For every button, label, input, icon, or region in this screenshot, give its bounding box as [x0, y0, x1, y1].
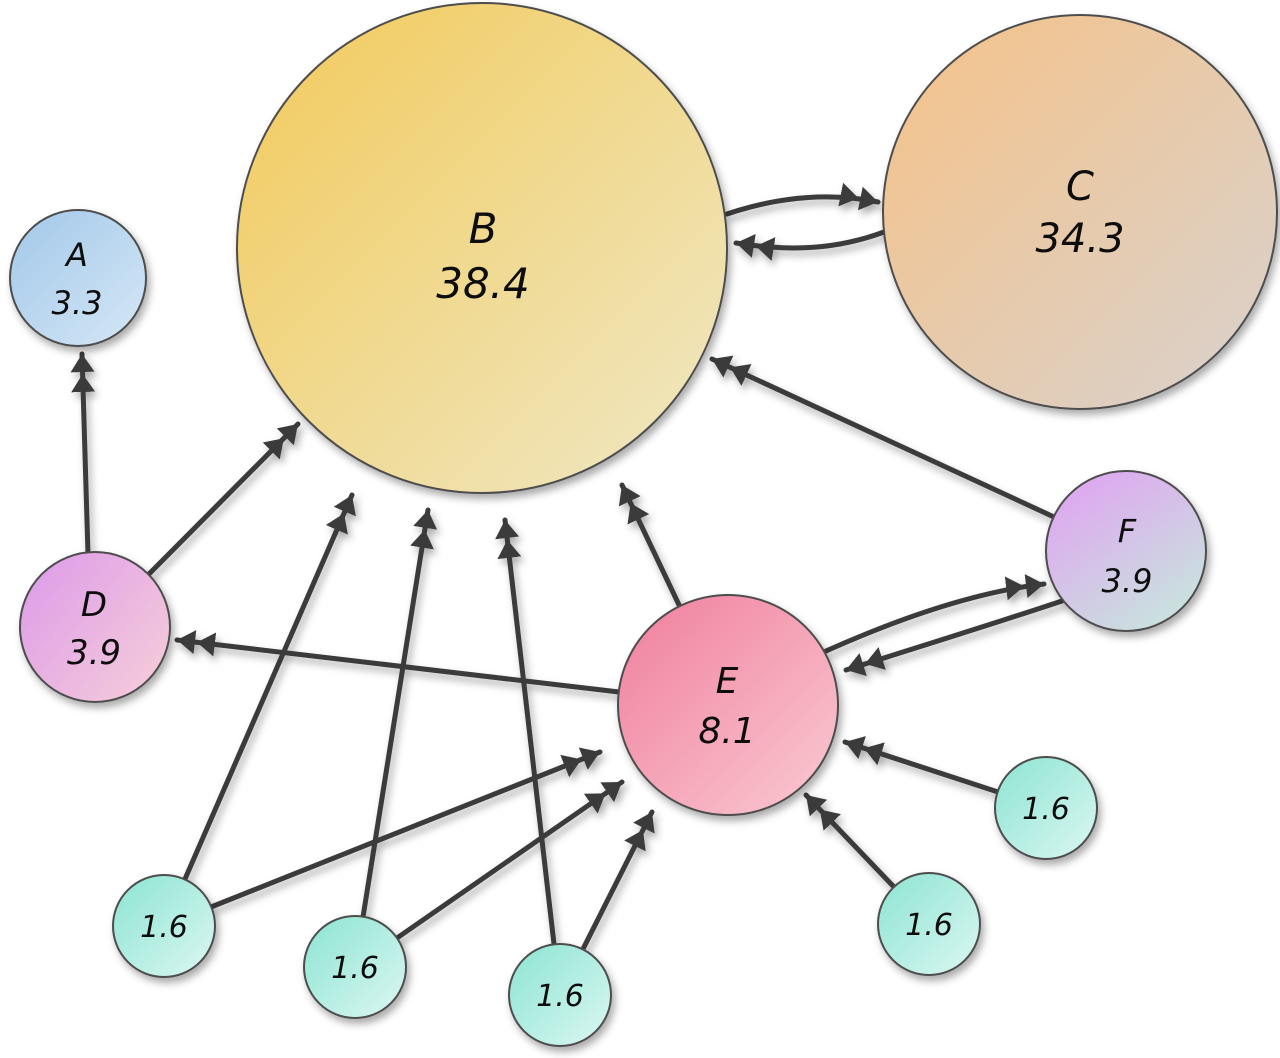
edge-C-to-B [733, 229, 887, 261]
node-small-3: 1.6 [508, 943, 612, 1047]
edge-small-2-to-E [394, 779, 625, 941]
node-A-circle [9, 209, 147, 347]
node-small-1: 1.6 [112, 874, 216, 978]
edge-small-2-to-B [360, 507, 438, 920]
node-B: B 38.4 [236, 2, 728, 494]
edge-E-to-D [174, 630, 622, 695]
edge-F-to-B [709, 355, 1057, 520]
node-small-5-value: 1.6 [1022, 792, 1070, 827]
node-small-4-circle [877, 872, 981, 976]
edge-small-5-to-E [842, 736, 1001, 795]
node-small-1-circle [112, 874, 216, 978]
node-small-1-value: 1.6 [140, 910, 188, 945]
node-C-value: 34.3 [1035, 216, 1124, 262]
edge-small-3-to-E [580, 809, 655, 952]
node-C-label: C [1066, 164, 1094, 210]
edge-small-1-to-E [208, 747, 603, 910]
node-B-label: B [469, 204, 498, 253]
nodes-layer: B 38.4 C 34.3 A 3.3 D 3.9 E 8.1 F 3.9 [9, 2, 1278, 1047]
node-D-circle [19, 551, 171, 703]
node-small-5: 1.6 [994, 756, 1098, 860]
edge-small-1-to-B [182, 492, 356, 882]
node-B-circle [236, 2, 728, 494]
node-small-2: 1.6 [303, 915, 407, 1019]
node-small-2-circle [303, 915, 407, 1019]
node-E: E 8.1 [617, 594, 839, 816]
node-D: D 3.9 [19, 551, 171, 703]
node-D-label: D [81, 585, 107, 625]
node-small-5-circle [994, 756, 1098, 860]
node-F-circle [1045, 470, 1207, 632]
node-A-value: 3.3 [52, 284, 103, 322]
node-B-value: 38.4 [436, 259, 530, 308]
node-small-4: 1.6 [877, 872, 981, 976]
node-small-3-value: 1.6 [536, 979, 584, 1014]
node-C: C 34.3 [882, 14, 1278, 410]
node-A: A 3.3 [9, 209, 147, 347]
node-D-value: 3.9 [67, 633, 121, 673]
edges-layer [70, 182, 1065, 952]
edge-D-to-A [70, 351, 96, 557]
node-F-label: F [1118, 512, 1137, 550]
node-C-circle [882, 14, 1278, 410]
edge-F-to-E [843, 598, 1065, 676]
edge-small-4-to-E [803, 792, 897, 890]
node-small-3-circle [508, 943, 612, 1047]
edge-small-3-to-B [495, 517, 557, 947]
node-small-2-value: 1.6 [331, 951, 379, 986]
edge-D-to-B [146, 421, 301, 577]
node-F-value: 3.9 [1102, 562, 1153, 600]
node-E-label: E [716, 661, 739, 702]
node-A-label: A [64, 236, 88, 274]
node-small-4-value: 1.6 [905, 908, 953, 943]
edge-B-to-C [724, 182, 881, 217]
edge-E-to-F [823, 574, 1047, 654]
node-E-value: 8.1 [698, 711, 755, 752]
edge-E-to-B [618, 482, 683, 610]
node-F: F 3.9 [1045, 470, 1207, 632]
node-E-circle [617, 594, 839, 816]
